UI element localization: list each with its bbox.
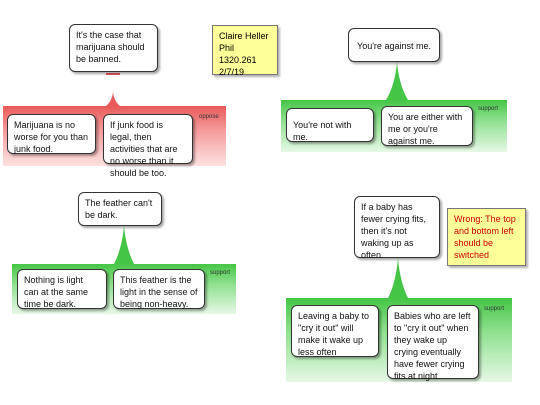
author-name: Claire Heller	[219, 31, 269, 41]
premise-box[interactable]: Marijuana is no worse for you than junk …	[7, 114, 96, 154]
connector-support-4	[388, 258, 408, 298]
premise-box[interactable]: If junk food is legal, then activities t…	[103, 114, 193, 178]
claim-box[interactable]: You're against me.	[348, 28, 440, 62]
note-date: 2/7/19	[219, 67, 245, 77]
premise-box[interactable]: You're not with me.	[286, 108, 374, 142]
author-note: Claire Heller Phil 1320.261 2/7/19	[212, 25, 278, 77]
premise-box[interactable]: Leaving a baby to "cry it out" will make…	[291, 305, 379, 357]
connector-oppose-1	[106, 72, 120, 106]
relation-label: support	[478, 106, 499, 112]
course-code: Phil 1320.261	[219, 43, 257, 65]
connector-support-3	[114, 226, 134, 264]
claim-box[interactable]: The feather can't be dark.	[78, 192, 162, 226]
claim-box[interactable]: If a baby has fewer crying fits, then it…	[354, 196, 440, 260]
premise-box[interactable]: You are either with me or you're against…	[381, 106, 473, 146]
connector-support-2	[386, 62, 408, 100]
relation-label: support	[484, 306, 505, 312]
premise-box[interactable]: Nothing is light can at the same time be…	[17, 269, 107, 309]
relation-label: support	[210, 270, 231, 276]
premise-box[interactable]: Babies who are left to "cry it out" when…	[387, 305, 479, 381]
claim-box[interactable]: It's the case that marijuana should be b…	[69, 24, 158, 72]
premise-box[interactable]: This feather is the light in the sense o…	[113, 269, 205, 309]
relation-label: oppose	[199, 114, 219, 120]
feedback-note: Wrong: The top and bottom left should be…	[447, 208, 526, 266]
